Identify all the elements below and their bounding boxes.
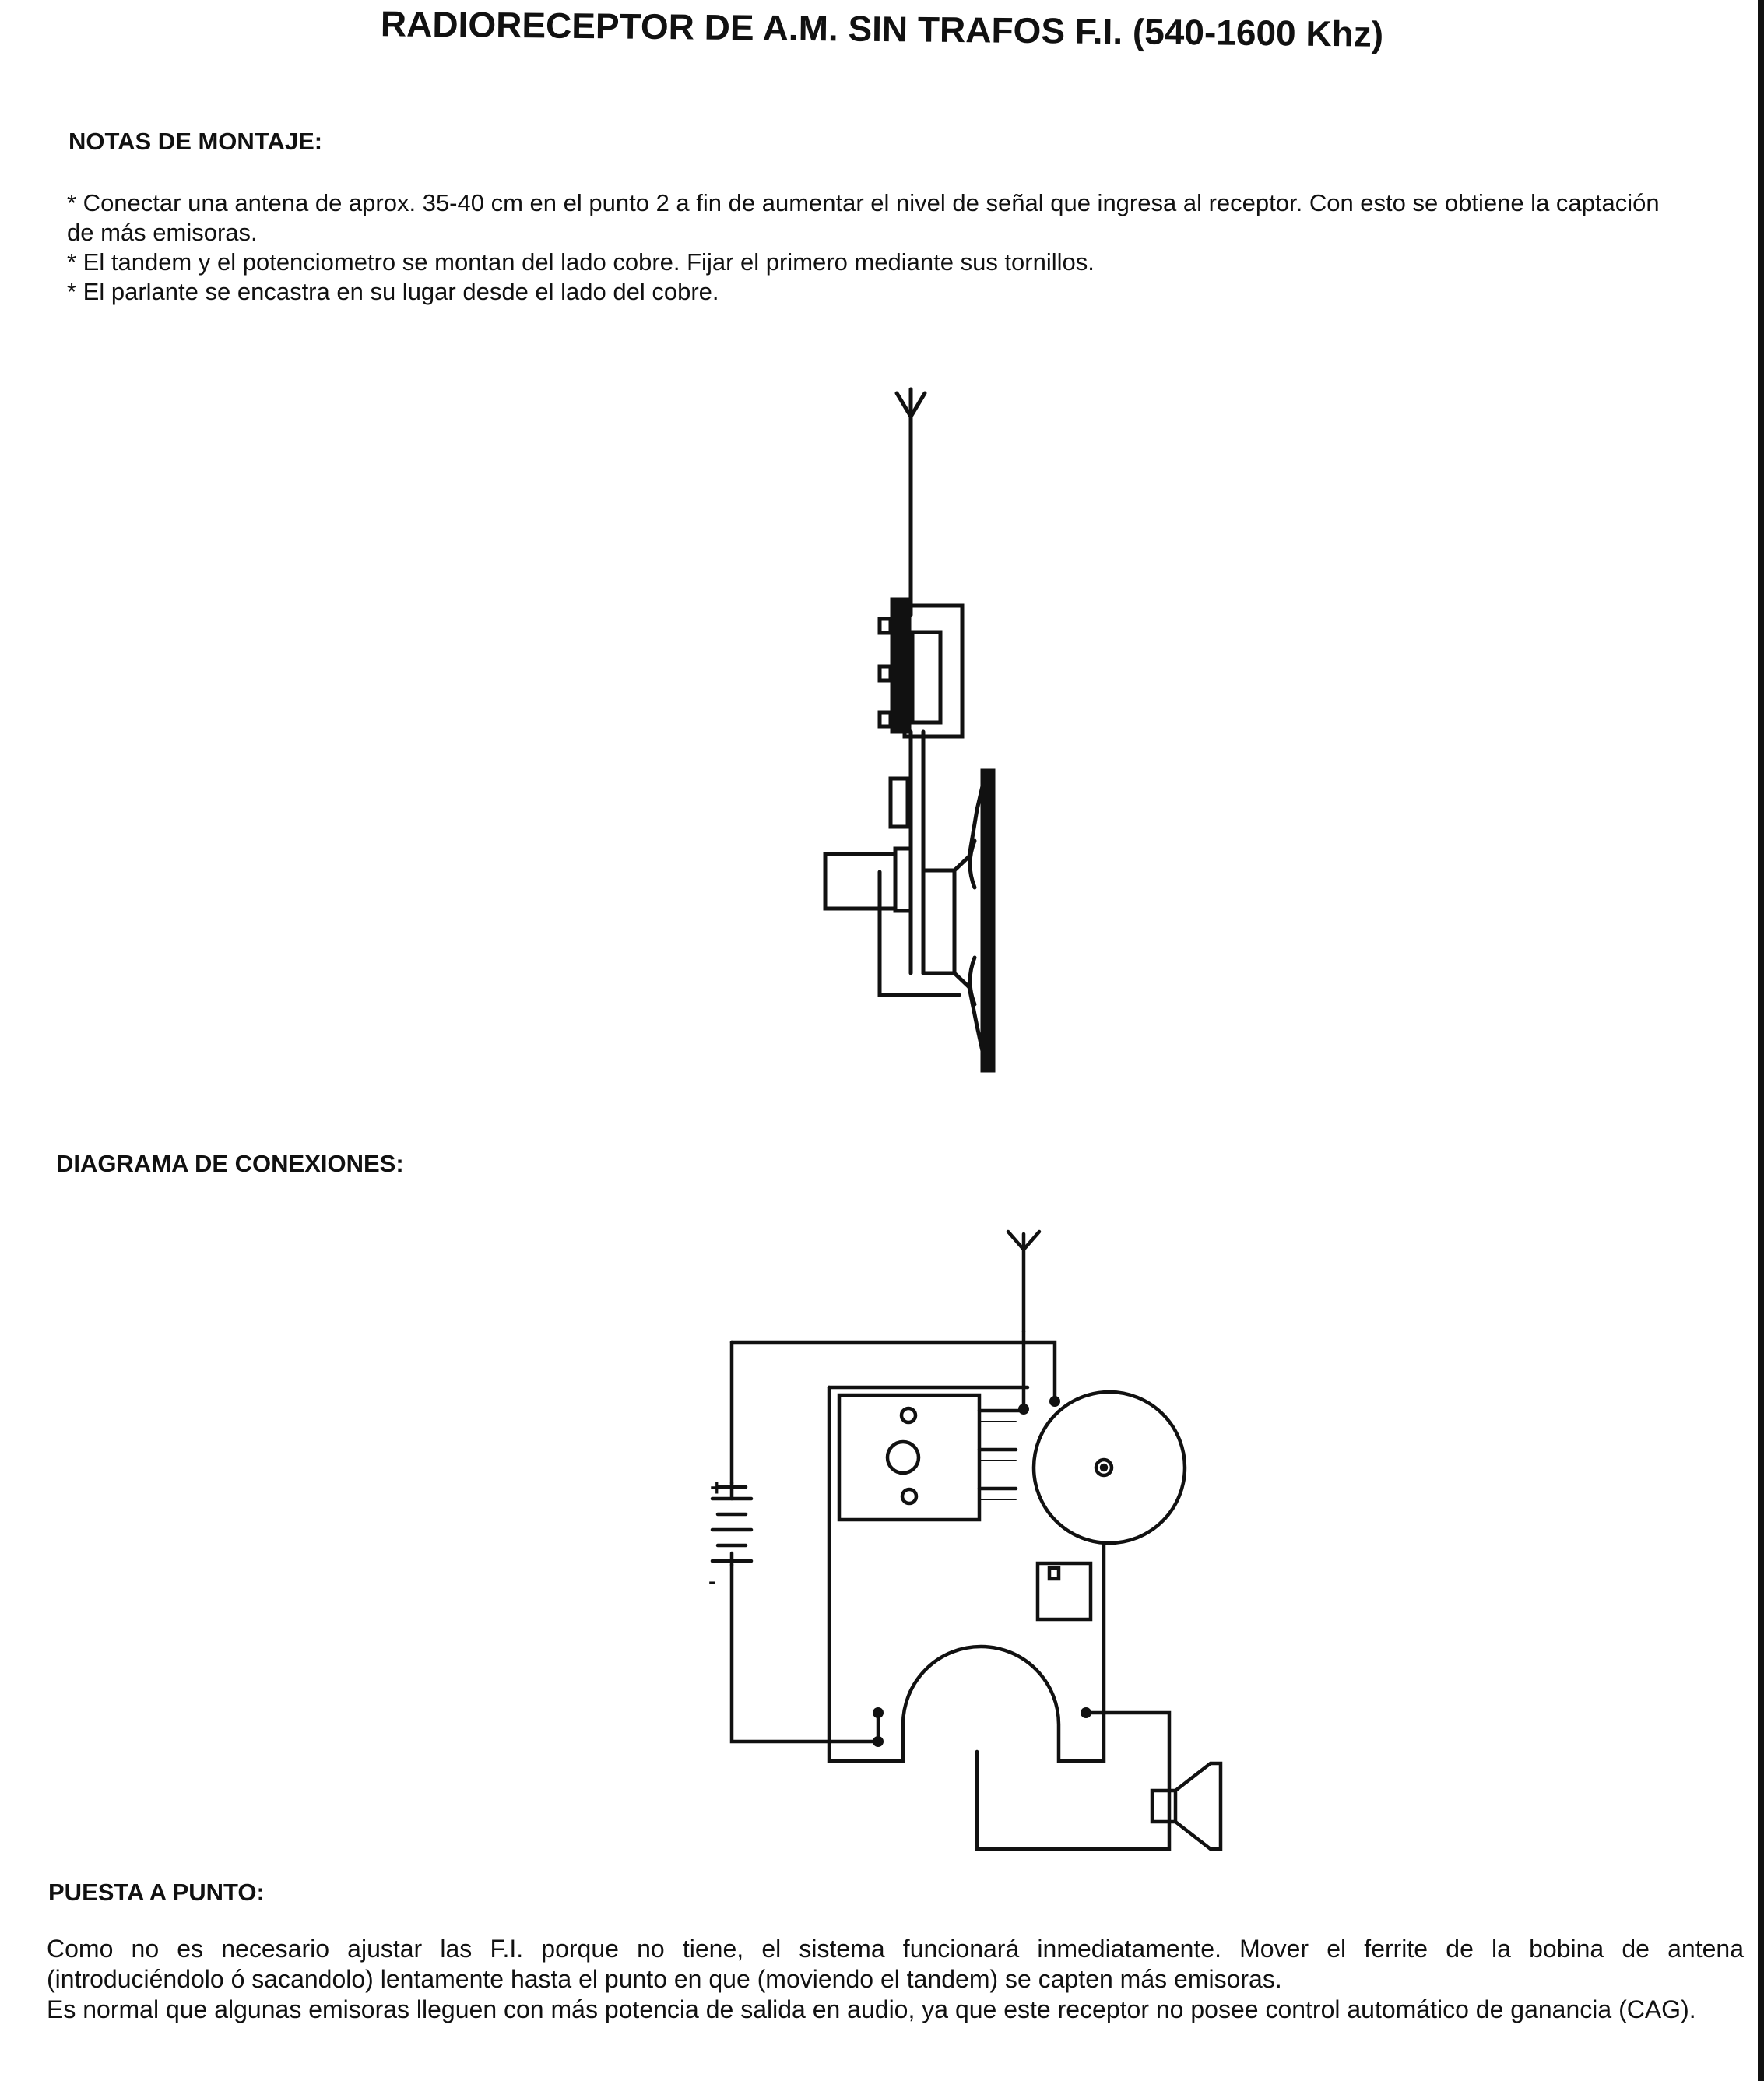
small-component — [888, 776, 910, 829]
connections-heading: DIAGRAMA DE CONEXIONES: — [56, 1150, 404, 1177]
note-line: * El parlante se encastra en su lugar de… — [67, 278, 719, 305]
antenna-tip-icon — [894, 391, 927, 420]
assembly-notes-heading: NOTAS DE MONTAJE: — [69, 128, 323, 155]
tuning-heading: PUESTA A PUNTO: — [48, 1879, 265, 1906]
tuning-line: (introduciéndolo ó sacandolo) lentamente… — [47, 1965, 1282, 1993]
scan-edge-shadow — [1758, 0, 1764, 2081]
battery-plus-label: + — [710, 1475, 724, 1501]
note-line: de más emisoras. — [67, 219, 258, 246]
pcb-outline — [827, 1385, 1106, 1763]
tuning-text: Como no es necesario ajustar las F.I. po… — [47, 1934, 1744, 2025]
small-component — [1035, 1561, 1093, 1622]
speaker-magnet — [921, 868, 957, 975]
speaker-body — [1150, 1788, 1178, 1824]
potentiometer-dial — [1031, 1390, 1187, 1545]
speaker-icon — [1173, 1761, 1223, 1851]
note-line: * Conectar una antena de aprox. 35-40 cm… — [67, 189, 1660, 216]
speaker-rim — [980, 768, 996, 1073]
assembly-notes: * Conectar una antena de aprox. 35-40 cm… — [67, 188, 1748, 307]
antenna-icon — [1006, 1229, 1042, 1253]
tandem-module — [837, 1393, 982, 1522]
tandem-inner — [910, 630, 943, 725]
battery-minus-label: - — [708, 1569, 716, 1594]
tuning-line: Como no es necesario ajustar las F.I. po… — [47, 1935, 1744, 1963]
tuning-line: Es normal que algunas emisoras lleguen c… — [47, 1995, 1696, 2023]
note-line: * El tandem y el potenciometro se montan… — [67, 248, 1095, 276]
